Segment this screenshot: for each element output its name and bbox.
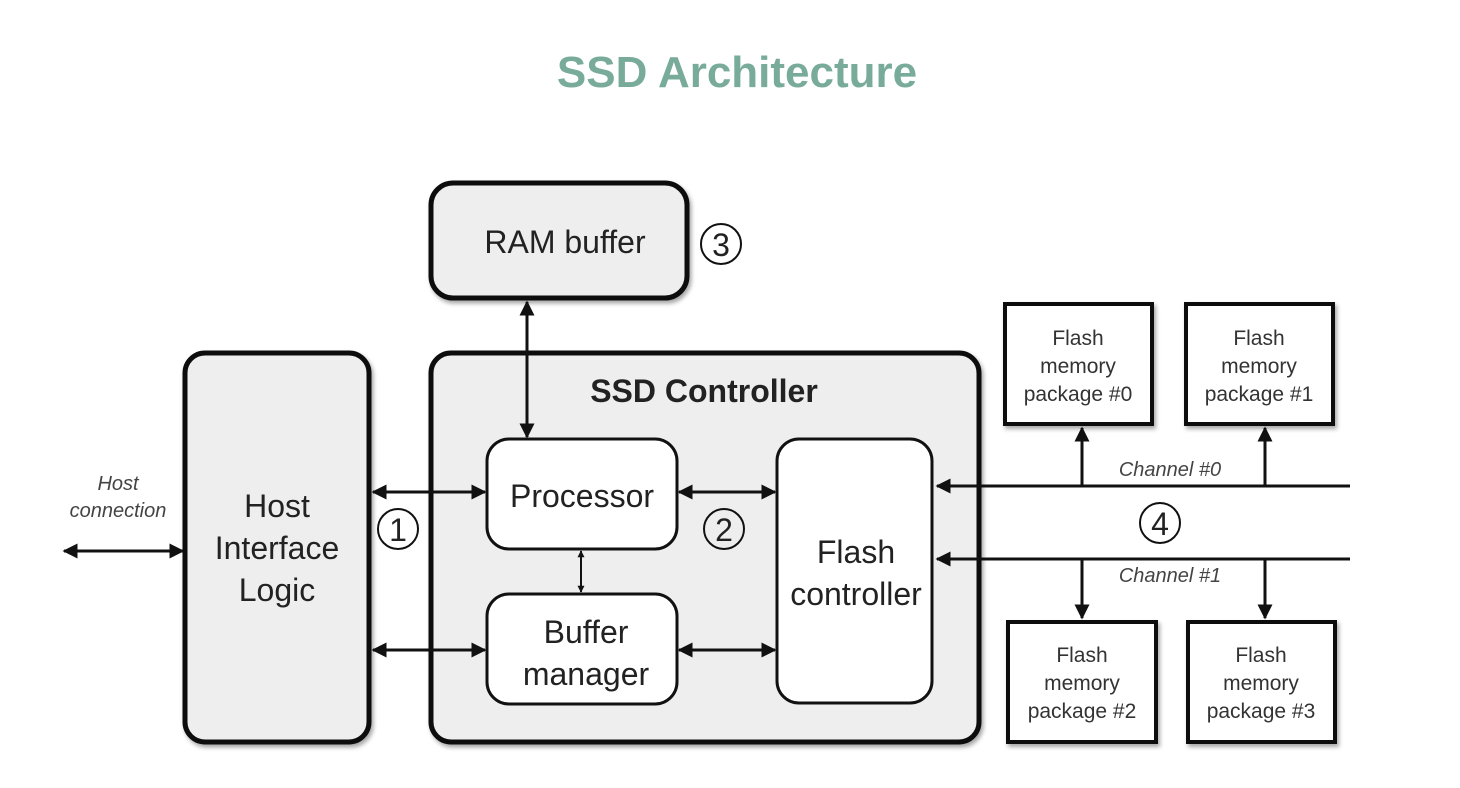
buffer-manager-box: Buffer manager bbox=[485, 592, 679, 706]
svg-text:package #0: package #0 bbox=[1024, 383, 1133, 406]
channel-1-label: Channel #1 bbox=[1119, 565, 1221, 587]
svg-text:3: 3 bbox=[712, 227, 730, 263]
svg-text:4: 4 bbox=[1151, 506, 1169, 542]
processor-box: Processor bbox=[485, 437, 679, 551]
svg-text:package #2: package #2 bbox=[1028, 700, 1137, 723]
ram-buffer-label: RAM buffer bbox=[484, 224, 646, 260]
buffer-manager-label-2: manager bbox=[523, 656, 650, 692]
svg-text:package #3: package #3 bbox=[1207, 700, 1316, 723]
diagram-title: SSD Architecture bbox=[556, 48, 918, 97]
flash-package-3: Flash memory package #3 bbox=[1186, 620, 1337, 744]
host-interface-label-2: Interface bbox=[215, 530, 340, 566]
svg-text:memory: memory bbox=[1044, 672, 1120, 695]
svg-text:memory: memory bbox=[1223, 672, 1299, 695]
host-interface-label-3: Logic bbox=[239, 572, 316, 608]
svg-text:Flash: Flash bbox=[1233, 327, 1284, 350]
channel-0-label: Channel #0 bbox=[1119, 459, 1221, 481]
ram-buffer-box: RAM buffer bbox=[428, 180, 690, 301]
marker-1: 1 bbox=[377, 508, 419, 550]
host-interface-logic-box: Host Interface Logic bbox=[182, 350, 372, 745]
svg-text:package #1: package #1 bbox=[1205, 383, 1314, 406]
svg-text:2: 2 bbox=[715, 512, 733, 548]
flash-controller-label-2: controller bbox=[790, 576, 922, 612]
flash-package-2: Flash memory package #2 bbox=[1006, 620, 1158, 744]
svg-text:memory: memory bbox=[1221, 355, 1297, 378]
flash-package-0: Flash memory package #0 bbox=[1003, 302, 1154, 426]
svg-text:1: 1 bbox=[389, 512, 407, 548]
marker-3: 3 bbox=[700, 223, 742, 265]
flash-controller-label-1: Flash bbox=[817, 534, 895, 570]
marker-4: 4 bbox=[1139, 502, 1181, 544]
svg-text:memory: memory bbox=[1040, 355, 1116, 378]
flash-package-1: Flash memory package #1 bbox=[1184, 302, 1335, 426]
buffer-manager-label-1: Buffer bbox=[544, 614, 629, 650]
svg-text:Flash: Flash bbox=[1235, 644, 1286, 667]
flash-controller-box: Flash controller bbox=[775, 437, 934, 705]
host-connection: Host connection bbox=[62, 473, 185, 559]
host-connection-label-1: Host bbox=[97, 473, 140, 495]
svg-text:Flash: Flash bbox=[1052, 327, 1103, 350]
marker-2: 2 bbox=[703, 508, 745, 550]
ssd-controller-label: SSD Controller bbox=[590, 373, 818, 409]
svg-text:Flash: Flash bbox=[1056, 644, 1107, 667]
host-connection-label-2: connection bbox=[70, 500, 167, 522]
host-interface-label-1: Host bbox=[244, 488, 310, 524]
processor-label: Processor bbox=[510, 478, 654, 514]
